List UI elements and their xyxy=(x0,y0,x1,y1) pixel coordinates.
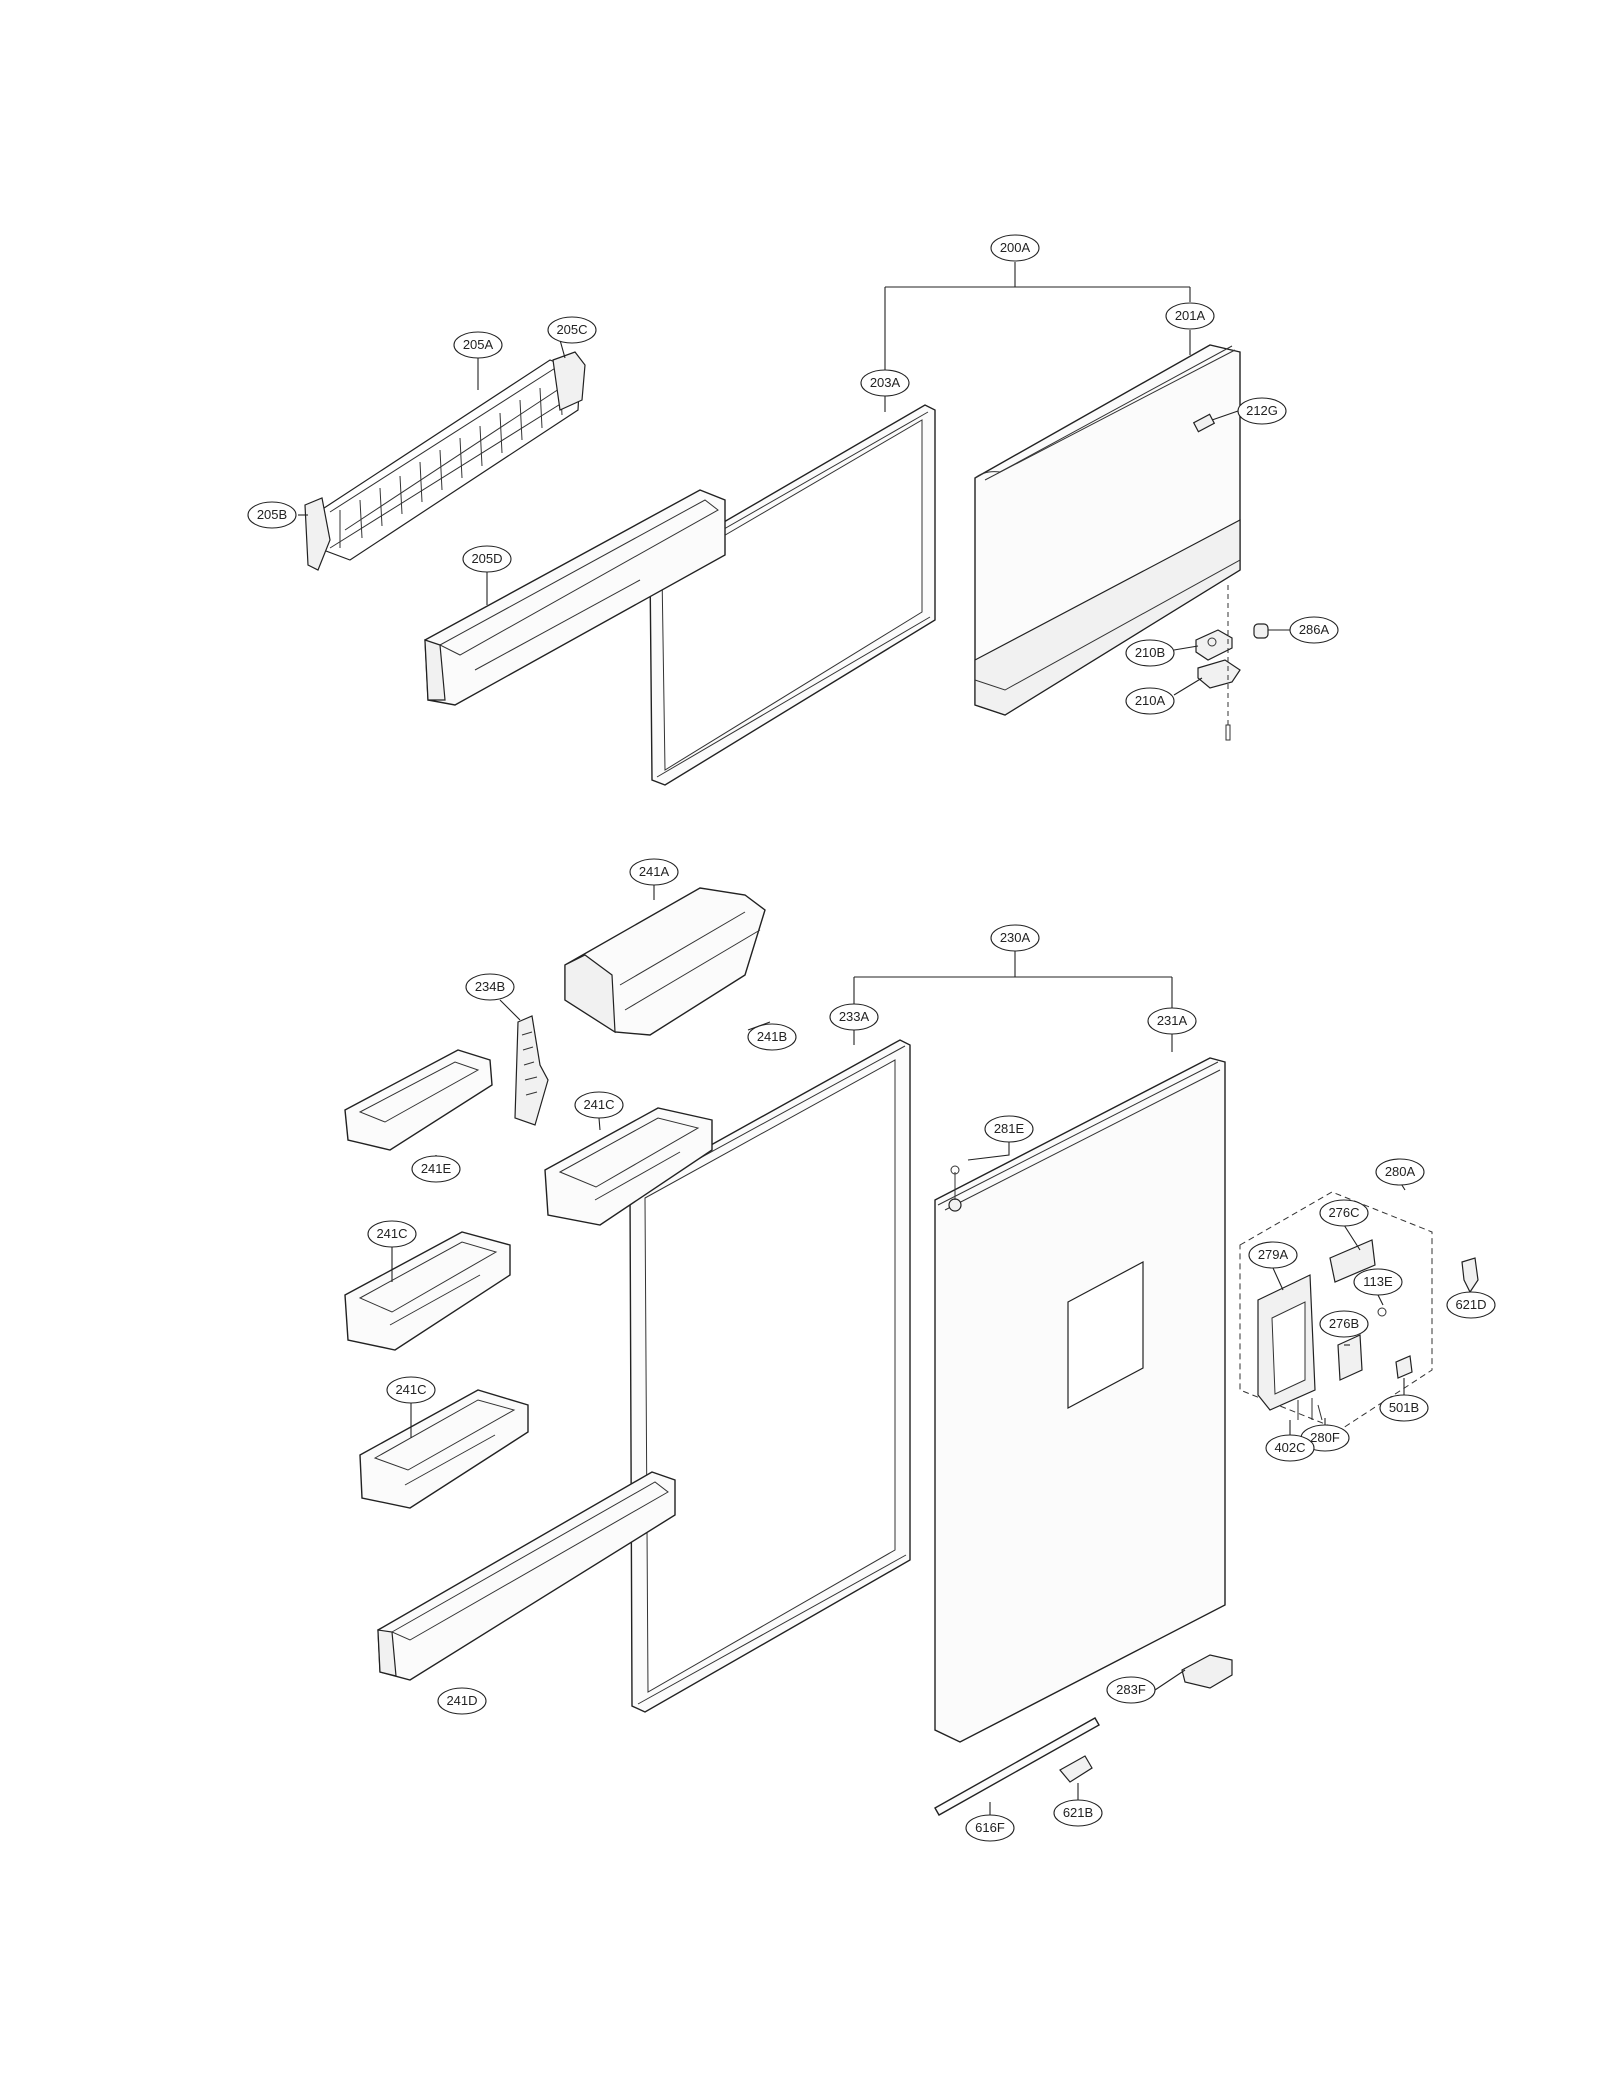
door-bin-left-1 xyxy=(344,1231,511,1351)
callout-233A[interactable]: 233A xyxy=(829,1003,879,1031)
freezer-door-gasket xyxy=(649,404,936,786)
callout-205C[interactable]: 205C xyxy=(547,316,597,344)
callout-231A[interactable]: 231A xyxy=(1147,1007,1197,1035)
door-bin-upper xyxy=(544,1107,713,1226)
callout-621D[interactable]: 621D xyxy=(1446,1291,1496,1319)
egg-tray-divider xyxy=(514,1015,549,1126)
svg-text:621D: 621D xyxy=(1455,1297,1486,1312)
callout-205A[interactable]: 205A xyxy=(453,331,503,359)
svg-text:113E: 113E xyxy=(1363,1274,1393,1289)
svg-text:279A: 279A xyxy=(1258,1247,1289,1262)
svg-text:241C: 241C xyxy=(395,1382,426,1397)
svg-text:283F: 283F xyxy=(1116,1682,1146,1697)
callout-234B[interactable]: 234B xyxy=(465,973,515,1001)
callout-210A[interactable]: 210A xyxy=(1125,687,1175,715)
svg-text:230A: 230A xyxy=(1000,930,1031,945)
callout-283F[interactable]: 283F xyxy=(1106,1676,1156,1704)
callout-230A[interactable]: 230A xyxy=(990,924,1040,952)
door-bin-left-2 xyxy=(359,1389,529,1509)
svg-text:205B: 205B xyxy=(257,507,287,522)
callout-212G[interactable]: 212G xyxy=(1237,397,1287,425)
svg-text:241D: 241D xyxy=(446,1693,477,1708)
assembly-bracket-230A xyxy=(853,951,1173,1010)
callout-210B[interactable]: 210B xyxy=(1125,639,1175,667)
callout-280A[interactable]: 280A xyxy=(1375,1158,1425,1186)
callout-241E[interactable]: 241E xyxy=(411,1155,461,1183)
callout-113E[interactable]: 113E xyxy=(1353,1268,1403,1296)
svg-text:234B: 234B xyxy=(475,979,505,994)
callout-241C-left-2[interactable]: 241C xyxy=(386,1376,436,1404)
freezer-hinge-parts xyxy=(1195,585,1269,741)
svg-text:241C: 241C xyxy=(583,1097,614,1112)
freezer-door-bin xyxy=(424,489,726,706)
callout-241D[interactable]: 241D xyxy=(437,1687,487,1715)
svg-text:241B: 241B xyxy=(757,1029,787,1044)
svg-text:231A: 231A xyxy=(1157,1013,1188,1028)
svg-text:241C: 241C xyxy=(376,1226,407,1241)
callout-200A[interactable]: 200A xyxy=(990,234,1040,262)
svg-text:286A: 286A xyxy=(1299,622,1330,637)
callout-203A[interactable]: 203A xyxy=(860,369,910,397)
callout-281E[interactable]: 281E xyxy=(984,1115,1034,1143)
svg-text:621B: 621B xyxy=(1063,1805,1093,1820)
door-bin-long xyxy=(377,1471,676,1681)
callout-241A[interactable]: 241A xyxy=(629,858,679,886)
svg-text:205A: 205A xyxy=(463,337,494,352)
dispenser-assembly xyxy=(1239,1191,1479,1431)
svg-text:233A: 233A xyxy=(839,1009,870,1024)
svg-text:276C: 276C xyxy=(1328,1205,1359,1220)
wire-basket-rack xyxy=(304,351,586,571)
svg-text:205C: 205C xyxy=(556,322,587,337)
svg-text:276B: 276B xyxy=(1329,1316,1359,1331)
callout-402C[interactable]: 402C xyxy=(1265,1434,1315,1462)
svg-text:210A: 210A xyxy=(1135,693,1166,708)
egg-bin xyxy=(344,1049,493,1151)
fresh-food-door-panel xyxy=(934,1057,1226,1743)
callout-621B[interactable]: 621B xyxy=(1053,1799,1103,1827)
callout-279A[interactable]: 279A xyxy=(1248,1241,1298,1269)
callout-241C-upper[interactable]: 241C xyxy=(574,1091,624,1119)
callout-286A[interactable]: 286A xyxy=(1289,616,1339,644)
callout-616F[interactable]: 616F xyxy=(965,1814,1015,1842)
callout-205D[interactable]: 205D xyxy=(462,545,512,573)
freezer-door-panel xyxy=(974,344,1241,716)
svg-text:501B: 501B xyxy=(1389,1400,1419,1415)
svg-text:241A: 241A xyxy=(639,864,670,879)
callout-205B[interactable]: 205B xyxy=(247,501,297,529)
svg-text:402C: 402C xyxy=(1274,1440,1305,1455)
svg-text:280A: 280A xyxy=(1385,1164,1416,1179)
assembly-bracket-200A xyxy=(884,262,1191,370)
svg-text:200A: 200A xyxy=(1000,240,1031,255)
svg-text:201A: 201A xyxy=(1175,308,1206,323)
svg-text:205D: 205D xyxy=(471,551,502,566)
callout-501B[interactable]: 501B xyxy=(1379,1394,1429,1422)
callout-241B[interactable]: 241B xyxy=(747,1023,797,1051)
callout-241C-left-1[interactable]: 241C xyxy=(367,1220,417,1248)
dairy-bin xyxy=(564,887,766,1036)
svg-text:241E: 241E xyxy=(421,1161,452,1176)
svg-text:281E: 281E xyxy=(994,1121,1025,1136)
svg-text:210B: 210B xyxy=(1135,645,1165,660)
lower-hinge-and-tube xyxy=(934,1654,1233,1816)
callout-276C[interactable]: 276C xyxy=(1319,1199,1369,1227)
callout-276B[interactable]: 276B xyxy=(1319,1310,1369,1338)
callout-201A[interactable]: 201A xyxy=(1165,302,1215,330)
svg-text:616F: 616F xyxy=(975,1820,1005,1835)
fresh-food-door-gasket xyxy=(629,1039,911,1713)
svg-text:203A: 203A xyxy=(870,375,901,390)
svg-text:212G: 212G xyxy=(1246,403,1278,418)
svg-text:280F: 280F xyxy=(1310,1430,1340,1445)
